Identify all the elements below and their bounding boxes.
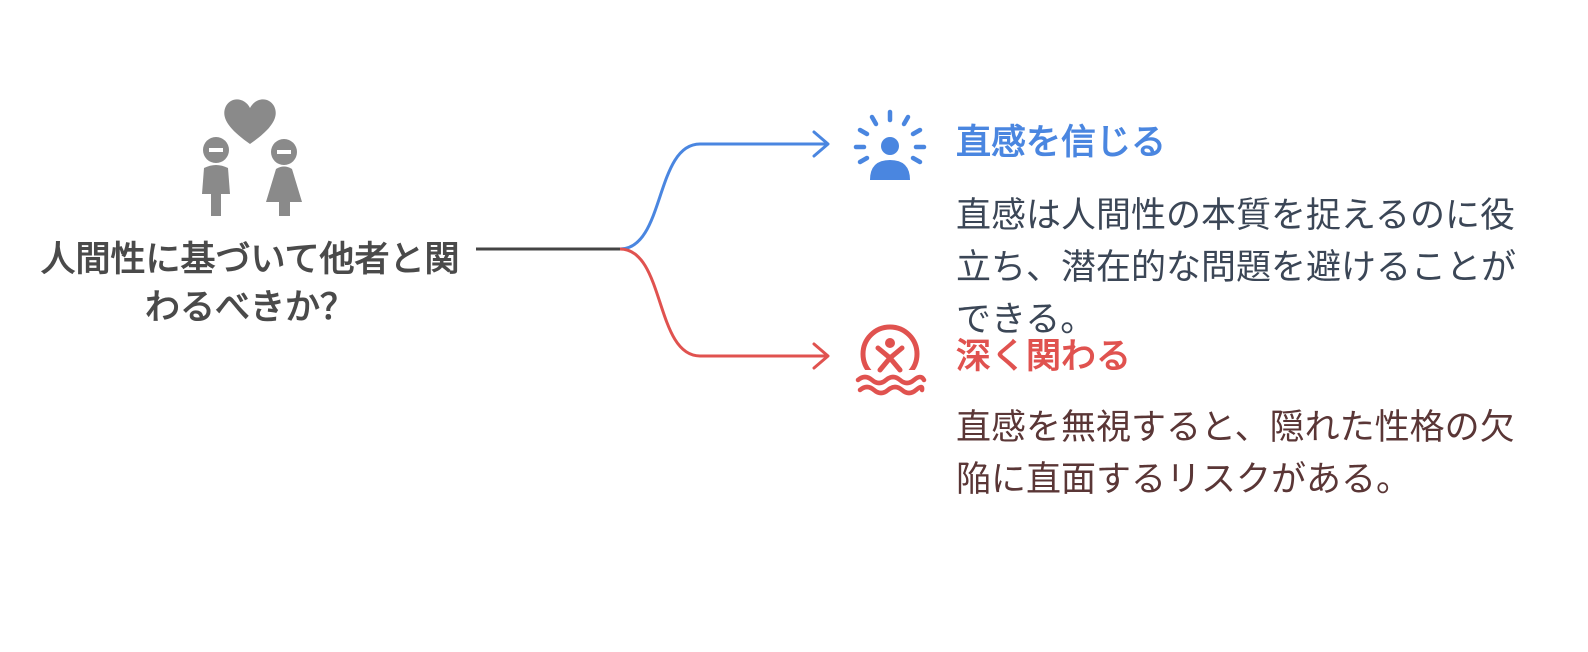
arrow-head-trust [812, 130, 830, 158]
intuition-person-rays-icon [853, 109, 927, 180]
branch-line-trust [619, 142, 826, 251]
branch-line-deep [619, 247, 826, 358]
branch-title-trust: 直感を信じる [956, 123, 1167, 163]
arrow-head-deep [812, 342, 830, 370]
branch-title-deep: 深く関わる [956, 337, 1132, 377]
root-question: 人間性に基づいて他者と関わるべきか？ [40, 240, 460, 328]
couple-heart-icon [202, 99, 302, 216]
branch-description-deep: 直感を無視すると、隠れた性格の欠陥に直面するリスクがある。 [956, 408, 1515, 500]
branch-description-trust: 直感は人間性の本質を捉えるのに役立ち、潜在的な問題を避けることができる。 [956, 196, 1517, 340]
drowning-person-icon [855, 324, 927, 398]
